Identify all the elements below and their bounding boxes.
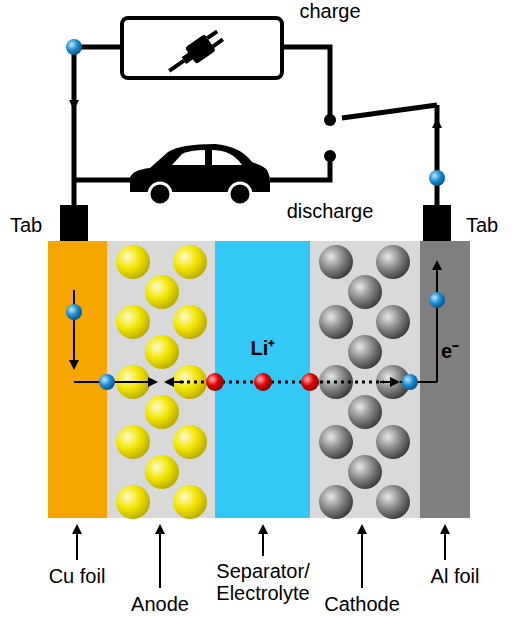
- switch-contact: [324, 150, 336, 162]
- anode-particle: [145, 395, 179, 429]
- anode-particle: [145, 275, 179, 309]
- anode-particle: [116, 245, 150, 279]
- layer-label: Anode: [131, 593, 189, 615]
- electron-arrow: [73, 290, 75, 368]
- layer-label: Separator/ Electrolyte: [208, 560, 318, 604]
- cathode-particle: [319, 485, 353, 519]
- cathode-particle: [348, 335, 382, 369]
- cathode-particle: [319, 305, 353, 339]
- al-foil: [420, 241, 470, 518]
- electron: [402, 374, 418, 390]
- ion-label: Li⁺: [251, 337, 276, 359]
- electron-arrow: [436, 120, 438, 160]
- cathode-layer: [310, 241, 420, 518]
- cathode-particle: [319, 245, 353, 279]
- tab: [423, 205, 451, 241]
- lithium-ion: [301, 373, 319, 391]
- electron: [429, 170, 445, 186]
- switch-contact: [324, 114, 336, 126]
- anode-particle: [173, 245, 207, 279]
- tab-label: Tab: [466, 214, 498, 236]
- lithium-ion: [254, 373, 272, 391]
- plug-icon: [163, 27, 225, 79]
- electron-label: e⁻: [441, 340, 459, 362]
- anode-particle: [145, 455, 179, 489]
- electron: [429, 292, 445, 308]
- cathode-particle: [348, 455, 382, 489]
- cathode-particle: [348, 275, 382, 309]
- anode-layer: [107, 241, 215, 518]
- switch-label: charge: [299, 0, 360, 22]
- tab: [60, 205, 88, 241]
- cathode-particle: [376, 245, 410, 279]
- cathode-particle: [348, 395, 382, 429]
- cathode-particle: [319, 425, 353, 459]
- layer-label: Cu foil: [49, 565, 106, 587]
- cathode-particle: [376, 485, 410, 519]
- anode-particle: [173, 425, 207, 459]
- anode-particle: [173, 485, 207, 519]
- car-icon: [130, 144, 270, 205]
- electron-arrow: [436, 262, 438, 382]
- layer-label: Al foil: [431, 565, 480, 587]
- electron: [66, 39, 82, 55]
- electron: [66, 304, 82, 320]
- switch-label: discharge: [287, 200, 374, 222]
- cu-foil: [48, 241, 107, 518]
- anode-particle: [173, 305, 207, 339]
- anode-particle: [116, 425, 150, 459]
- tab-label: Tab: [10, 214, 42, 236]
- cathode-particle: [376, 305, 410, 339]
- anode-particle: [116, 305, 150, 339]
- cathode-particle: [376, 425, 410, 459]
- anode-particle: [145, 335, 179, 369]
- charger-box: [122, 18, 282, 78]
- anode-particle: [116, 485, 150, 519]
- separator-layer: [215, 241, 310, 518]
- layer-label: Cathode: [324, 593, 400, 615]
- lithium-ion: [206, 373, 224, 391]
- electron: [99, 374, 115, 390]
